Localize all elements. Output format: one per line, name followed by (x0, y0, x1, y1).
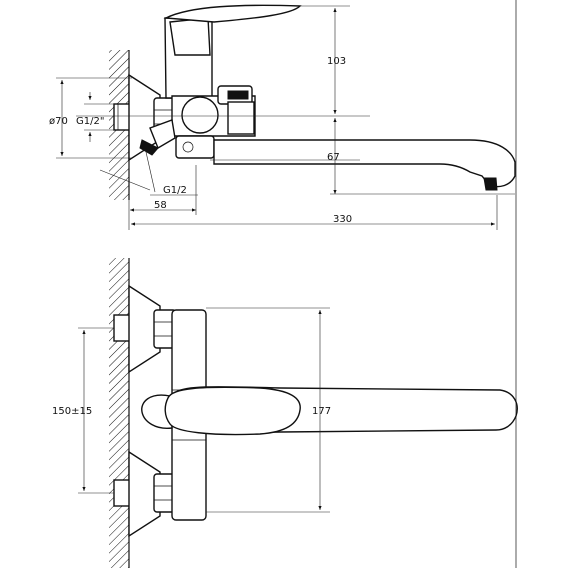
dim-150-label: 150±15 (52, 406, 92, 417)
diverter-knob-slot (227, 90, 249, 100)
side-view: 103 67 ø70 G1/2" G1/2 58 330 (49, 4, 516, 230)
lower-flange (128, 450, 161, 538)
diverter-nut-right (227, 101, 255, 135)
diverter-cap (181, 96, 219, 134)
dim-58-slant (99, 169, 151, 191)
lever-handle (163, 4, 302, 23)
dim-67-label: 67 (327, 152, 340, 163)
hose-tip (139, 139, 159, 156)
long-spout (213, 139, 516, 188)
dim-58-label: 58 (154, 200, 167, 211)
dim-70-label: ø70 (49, 116, 68, 127)
spout-connector-hole (182, 141, 194, 153)
lever-oval (164, 386, 301, 436)
upper-flange (128, 284, 161, 374)
wall-hatch-bottom (109, 258, 129, 568)
front-view: 150±15 177 (52, 258, 518, 568)
lever-front (141, 394, 173, 429)
body-upper (169, 17, 211, 56)
hose-outlet (149, 119, 176, 150)
dim-hose-thread-label: G1/2 (163, 185, 187, 196)
spout-aerator (483, 177, 498, 191)
dim-inlet-thread-label: G1/2" (76, 116, 104, 127)
spout-connector (175, 135, 215, 159)
dim-330-label: 330 (333, 214, 352, 225)
dim-177-label: 177 (312, 406, 331, 417)
dim-103-label: 103 (327, 56, 346, 67)
hose-leader-1 (145, 151, 156, 193)
